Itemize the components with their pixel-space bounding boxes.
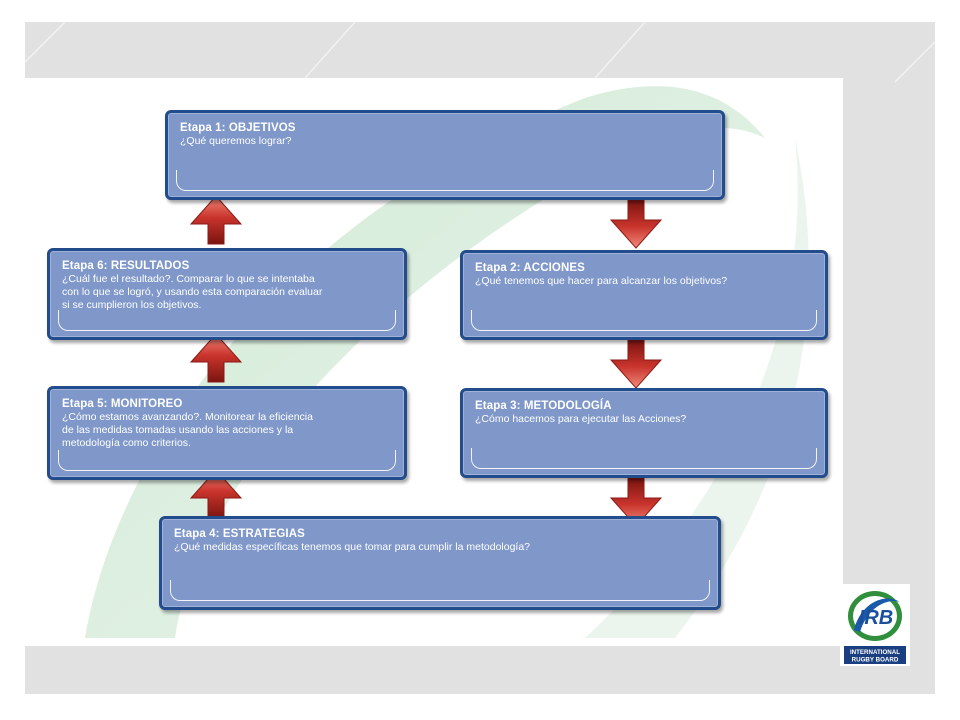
stage-1-title: Etapa 1: OBJETIVOS [180, 122, 296, 134]
stage-3-description: ¿Cómo hacemos para ejecutar las Acciones… [475, 413, 687, 425]
stage-6-description-line-2: con lo que se logró, y usando esta compa… [62, 286, 323, 298]
stage-6-title: Etapa 6: RESULTADOS [62, 260, 190, 272]
stage-2-description: ¿Qué tenemos que hacer para alcanzar los… [475, 275, 728, 287]
irb-logo: IRB INTERNATIONAL RUGBY BOARD [840, 584, 910, 666]
stage-4-box: Etapa 4: ESTRATEGIAS ¿Qué medidas especí… [159, 516, 721, 610]
background-lines [25, 22, 935, 83]
stage-3-box: Etapa 3: METODOLOGÍA ¿Cómo hacemos para … [460, 388, 828, 478]
stage-5-box: Etapa 5: MONITOREO ¿Cómo estamos avanzan… [47, 386, 407, 480]
arrow-up-5-to-6 [189, 333, 243, 383]
irb-logo-line-2: RUGBY BOARD [852, 657, 899, 664]
arrow-down-3-to-4 [609, 477, 663, 527]
stage-5-description-line-1: ¿Cómo estamos avanzando?. Monitorear la … [62, 411, 313, 423]
stage-2-box: Etapa 2: ACCIONES ¿Qué tenemos que hacer… [460, 250, 828, 340]
arrow-up-6-to-1 [189, 195, 243, 245]
stage-6-box: Etapa 6: RESULTADOS ¿Cuál fue el resulta… [47, 248, 407, 340]
stage-2-title: Etapa 2: ACCIONES [475, 262, 585, 274]
stage-5-inner-frame [58, 450, 396, 471]
stage-1-box: Etapa 1: OBJETIVOS ¿Qué queremos lograr? [165, 110, 725, 200]
arrow-down-2-to-3 [609, 339, 663, 389]
arrow-down-1-to-2 [609, 199, 663, 249]
stage-1-inner-frame [176, 170, 714, 191]
flow-arrows [189, 195, 663, 527]
stage-6-inner-frame [58, 310, 396, 331]
stage-3-inner-frame [471, 448, 817, 469]
stage-4-title: Etapa 4: ESTRATEGIAS [174, 528, 305, 540]
stage-1-description: ¿Qué queremos lograr? [180, 135, 292, 147]
stage-6-description-line-3: si se cumplieron los objetivos. [62, 299, 202, 311]
stage-4-inner-frame [170, 580, 710, 601]
stage-6-description-line-1: ¿Cuál fue el resultado?. Comparar lo que… [62, 273, 315, 285]
stage-5-title: Etapa 5: MONITOREO [62, 398, 183, 410]
irb-logo-initials: IRB [859, 607, 893, 629]
arrow-up-4-to-5 [189, 469, 243, 519]
stage-4-description: ¿Qué medidas específicas tenemos que tom… [174, 541, 531, 553]
irb-logo-line-1: INTERNATIONAL [850, 649, 900, 656]
stage-2-inner-frame [471, 310, 817, 331]
stage-5-description-line-3: metodología como criterios. [62, 437, 191, 449]
stage-5-description-line-2: de las medidas tomadas usando las accion… [62, 424, 294, 436]
irb-logo-emblem: IRB INTERNATIONAL RUGBY BOARD [844, 591, 906, 664]
slide: Etapa 1: OBJETIVOS ¿Qué queremos lograr?… [25, 22, 935, 694]
stage-3-title: Etapa 3: METODOLOGÍA [475, 400, 612, 412]
